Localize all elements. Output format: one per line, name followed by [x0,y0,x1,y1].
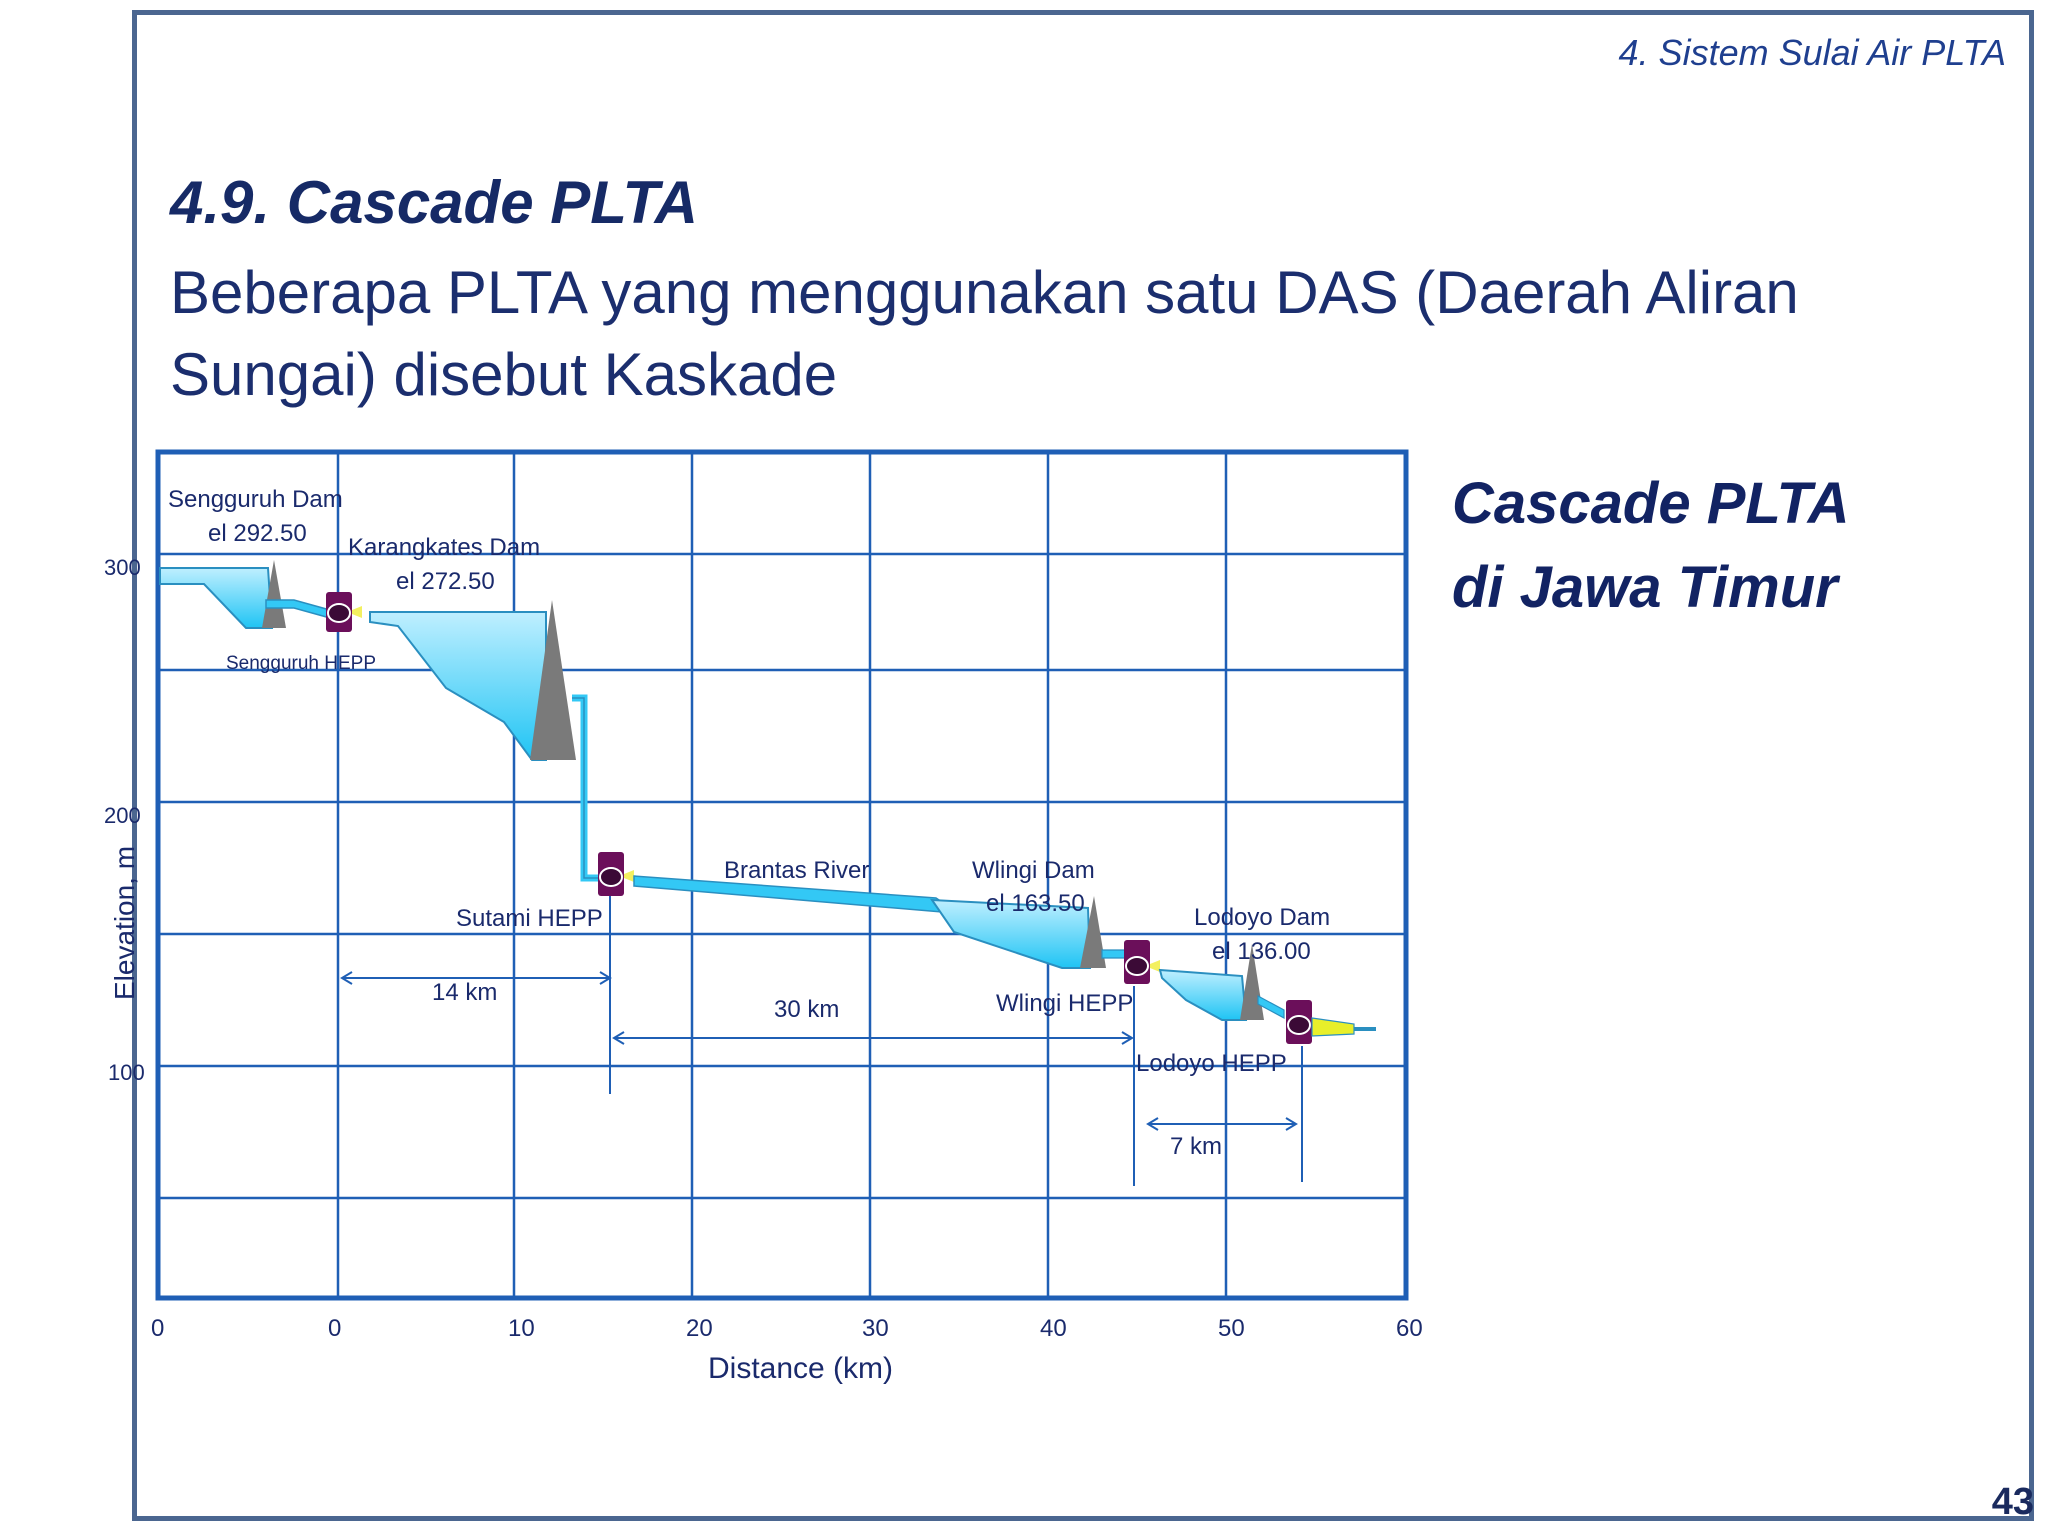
slide-title: 4.9. Cascade PLTA [170,169,698,236]
side-title-line2: di Jawa Timur [1452,555,1838,620]
x-tick-10: 10 [508,1315,535,1342]
x-tick-20: 20 [686,1315,713,1342]
sengguruh-dam-label: Sengguruh Dam [168,486,343,513]
x-tick-0a: 0 [151,1315,164,1342]
page-number: 43 [1991,1481,2034,1523]
x-tick-40: 40 [1040,1315,1067,1342]
slide-subtitle: Beberapa PLTA yang menggunakan satu DAS … [170,259,1799,408]
chart-box [155,449,1409,1301]
x-tick-0b: 0 [328,1315,341,1342]
brantas-river-label: Brantas River [724,857,869,884]
lodoyo-dam-label: Lodoyo Dam [1194,904,1330,931]
lodoyo-el-label: el 136.00 [1212,938,1311,965]
side-title: Cascade PLTA di Jawa Timur [1452,462,1850,630]
y-tick-300: 300 [104,555,141,580]
wlingi-dam-label: Wlingi Dam [972,857,1095,884]
slide-frame [132,10,2034,1521]
distance-14km-label: 14 km [432,979,497,1006]
lodoyo-reservoir [1158,968,1248,1021]
section-header: 4. Sistem Sulai Air PLTA [1618,32,2006,73]
x-tick-30: 30 [862,1315,889,1342]
distance-markers [340,896,1303,1186]
x-tick-50: 50 [1218,1315,1245,1342]
grid [158,452,1406,1298]
y-axis-label: Elevation, m [109,846,140,1000]
sengguruh-hepp-label: Sengguruh HEPP [226,653,376,674]
x-axis-label: Distance (km) [708,1352,893,1385]
y-tick-100: 100 [108,1060,145,1085]
karangkates-el-label: el 272.50 [396,568,495,595]
karangkates-dam-label: Karangkates Dam [348,534,540,561]
sengguruh-el-label: el 292.50 [208,520,307,547]
wlingi-hepp-label: Wlingi HEPP [996,990,1133,1017]
sengguruh-reservoir [159,567,274,629]
lodoyo-hepp-label: Lodoyo HEPP [1136,1050,1287,1077]
distance-7km-label: 7 km [1170,1133,1222,1160]
wlingi-dam-shape [1080,896,1106,968]
x-tick-60: 60 [1396,1315,1423,1342]
distance-30km-label: 30 km [774,996,839,1023]
karangkates-reservoir [369,611,547,761]
karangkates-dam-shape [530,600,576,760]
sengguruh-dam-shape [262,560,286,628]
wlingi-reservoir [930,898,1092,969]
sutami-hepp-label: Sutami HEPP [456,905,603,932]
karangkates-penstock [572,694,604,882]
y-tick-200: 200 [104,803,141,828]
lodoyo-outflow [1311,1017,1355,1037]
wlingi-el-label: el 163.50 [986,890,1085,917]
side-title-line1: Cascade PLTA [1452,471,1850,536]
